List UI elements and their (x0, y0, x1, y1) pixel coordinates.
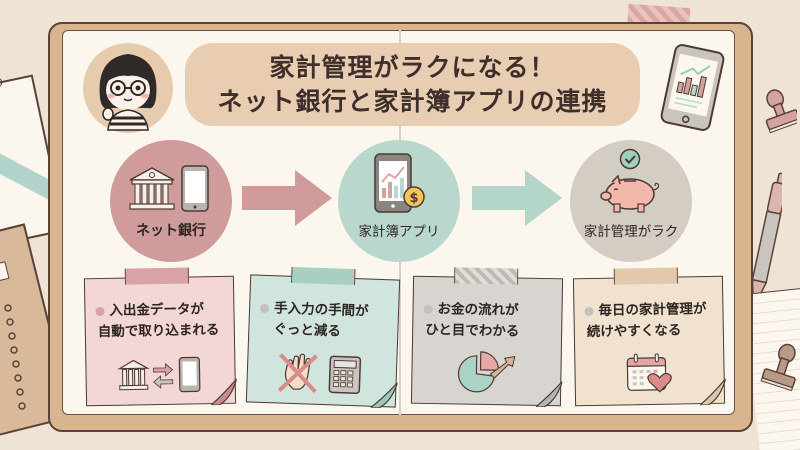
spiral-binding-decoration (4, 304, 26, 410)
pen-icon (752, 172, 782, 309)
budget-app-phone-icon: $ (374, 153, 425, 213)
stamp-icon (765, 89, 797, 134)
note-text-line-1: 入出金データが (109, 301, 205, 319)
svg-text:$: $ (409, 191, 418, 206)
arrow-right-icon (242, 170, 332, 226)
page-curl-decoration (370, 382, 398, 409)
flow-step-label: ネット銀行 (136, 223, 206, 239)
note-text-line-1: お金の流れが (437, 301, 519, 319)
benefit-note-easy-daily: 毎日の家計管理が 続けやすくなる (572, 267, 727, 407)
title-line-2: ネット銀行と家計簿アプリの連携 (217, 86, 608, 116)
stamp-icon (760, 343, 796, 392)
benefit-note-less-manual-input: 手入力の手間が ぐっと減る (245, 266, 401, 409)
bullet-dot (584, 306, 594, 317)
arrow-right-icon (472, 170, 562, 226)
benefit-note-auto-import: 入出金データが 自動で取り込まれる (83, 267, 238, 407)
bank-sync-phone-icon (117, 356, 201, 393)
bullet-dot (259, 303, 270, 314)
phone-chart-icon (660, 44, 725, 131)
note-text-line-2: ぐっと減る (273, 321, 342, 340)
washi-tape-decoration (124, 267, 190, 285)
note-text-line-2: ひと目でわかる (425, 321, 520, 340)
note-text-line-2: 自動で取り込まれる (97, 321, 220, 341)
bank-and-phone-icon (129, 165, 209, 212)
note-text-line-1: 毎日の家計管理が (598, 300, 707, 319)
page-curl-decoration (210, 378, 238, 406)
title-banner: 家計管理がラクになる！ ネット銀行と家計簿アプリの連携 (185, 43, 640, 126)
note-text-line-2: 続けやすくなる (586, 322, 682, 341)
no-hand-calculator-icon (277, 353, 362, 394)
flow-step-budget-app: $ 家計簿アプリ (338, 140, 460, 262)
check-circle-icon (619, 148, 641, 170)
washi-tape-decoration (453, 267, 519, 285)
pie-chart-icon (457, 351, 516, 393)
calendar-heart-icon (626, 353, 672, 393)
bullet-dot (95, 306, 105, 317)
flow-step-label: 家計簿アプリ (358, 224, 440, 240)
flow-step-online-bank: ネット銀行 (110, 140, 232, 262)
washi-tape-decoration (613, 267, 679, 285)
piggy-bank-icon (600, 174, 660, 213)
benefit-note-money-flow: お金の流れが ひと目でわかる (410, 267, 564, 408)
girl-avatar-icon (83, 43, 173, 133)
title-line-1: 家計管理がラクになる！ (269, 52, 556, 82)
flow-step-label: 家計管理がラク (583, 224, 679, 240)
page-curl-decoration (699, 378, 727, 406)
washi-tape-decoration (291, 266, 356, 286)
page-curl-decoration (535, 380, 563, 408)
bullet-dot (423, 304, 433, 315)
